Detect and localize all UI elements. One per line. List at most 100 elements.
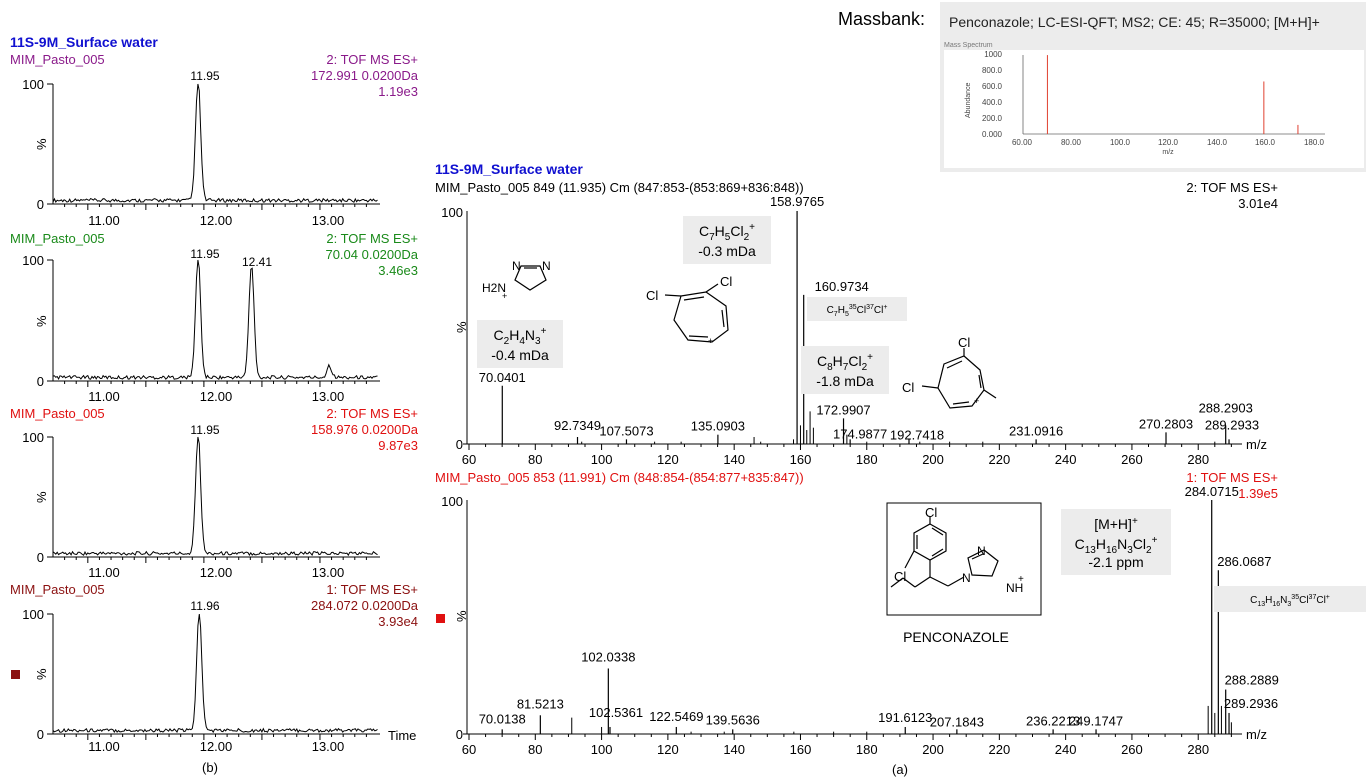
- spectrum-function: 1: TOF MS ES+: [1186, 470, 1278, 485]
- triazole-ring: [514, 265, 547, 291]
- trace-sample: MIM_Pasto_005: [10, 231, 105, 246]
- massbank-ytick: 600.0: [982, 82, 1003, 91]
- massbank-sticks: [1046, 55, 1299, 134]
- massbank-xlabel: m/z: [1162, 149, 1174, 156]
- atom-n: N: [977, 544, 986, 558]
- chromatogram-axes: [47, 83, 380, 210]
- x-tick-label: 80: [528, 452, 542, 467]
- ylabel: %: [34, 491, 49, 503]
- chain-bond: [914, 576, 931, 588]
- peak-label: 70.0138: [479, 711, 526, 726]
- xtick: 13.00: [312, 565, 345, 580]
- ytick-bottom: 0: [456, 437, 463, 452]
- annotation-error: -0.3 mDa: [698, 243, 756, 259]
- annotation-box-mh: [1061, 509, 1171, 575]
- trace-intensity: 3.93e4: [378, 614, 418, 629]
- massbank-ytick: 1000: [984, 50, 1002, 59]
- xtick: 12.00: [200, 565, 233, 580]
- charge-plus: +: [708, 336, 713, 346]
- massbank-xtick: 80.00: [1061, 138, 1082, 147]
- double-bond: [683, 296, 705, 301]
- massbank-prefix: Massbank:: [838, 9, 925, 29]
- peak-label: 249.1747: [1069, 713, 1123, 728]
- xtick: 11.00: [88, 565, 120, 580]
- double-bond: [946, 360, 963, 369]
- spectrum-bottom: MIM_Pasto_005 853 (11.991) Cm (848:854-(…: [435, 470, 1366, 757]
- panel-b-caption: (b): [202, 760, 218, 775]
- double-bond: [721, 309, 725, 328]
- atom-nh: NH: [1006, 581, 1023, 595]
- chromatogram-2: MIM_Pasto_005 2: TOF MS ES+ 70.04 0.0200…: [10, 231, 419, 404]
- trace-mass: 284.072 0.0200Da: [311, 598, 419, 613]
- xtick: 13.00: [312, 213, 345, 228]
- massbank-xtick: 180.0: [1304, 138, 1325, 147]
- annotation-error: -2.1 ppm: [1088, 554, 1143, 570]
- peak-label: 102.0338: [581, 649, 635, 664]
- peak-label: 286.0687: [1217, 554, 1271, 569]
- peak-label: 135.0903: [691, 419, 745, 434]
- panel-b: 11S-9M_Surface water MIM_Pasto_005 2: TO…: [10, 34, 419, 775]
- chromatogram-trace: [52, 613, 378, 734]
- double-bond: [952, 401, 970, 405]
- peak-label: 11.95: [190, 247, 219, 261]
- annotation-ion: [M+H]+: [1094, 516, 1138, 532]
- cl-bond: [705, 283, 719, 293]
- charge-plus: +: [502, 291, 507, 301]
- atom-cl: Cl: [894, 569, 906, 584]
- peak-label: 231.0916: [1009, 423, 1063, 438]
- massbank-xticks: 60.00 80.00 100.0 120.0 140.0 160.0 180.…: [1012, 138, 1325, 147]
- xtick: 12.00: [200, 389, 233, 404]
- ytick-bottom: 0: [37, 550, 44, 565]
- chromatogram-1: MIM_Pasto_005 2: TOF MS ES+ 172.991 0.02…: [10, 52, 419, 228]
- isotope-box: [1214, 586, 1366, 612]
- xtick: 12.00: [200, 739, 233, 754]
- massbank-ytick: 800.0: [982, 66, 1003, 75]
- ytick-top: 100: [22, 430, 44, 445]
- x-tick-label: 200: [922, 452, 944, 467]
- trace-sample: MIM_Pasto_005: [10, 52, 105, 67]
- atom-cl: Cl: [902, 380, 914, 395]
- peak-label: 92.7349: [554, 418, 601, 433]
- ytick-top: 100: [441, 494, 463, 509]
- x-tick-label: 260: [1121, 452, 1143, 467]
- spectrum-intensity: 3.01e4: [1238, 196, 1278, 211]
- trace-intensity: 9.87e3: [378, 438, 418, 453]
- peak-label: 236.2213: [1026, 713, 1080, 728]
- peak-label: 191.6123: [878, 710, 932, 725]
- triazolium-structure: [514, 265, 547, 291]
- peak-label: 70.0401: [479, 370, 526, 385]
- massbank-xtick: 160.0: [1255, 138, 1276, 147]
- peak-label: 158.9765: [770, 194, 824, 209]
- x-tick-label: 180: [856, 452, 878, 467]
- spectrum-header: MIM_Pasto_005 853 (11.991) Cm (848:854-(…: [435, 470, 804, 485]
- peak-label: 107.5073: [599, 423, 653, 438]
- ytick-bottom: 0: [37, 374, 44, 389]
- ylabel: %: [34, 315, 49, 327]
- x-tick-label: 240: [1055, 452, 1077, 467]
- panel-a-caption: (a): [892, 762, 908, 777]
- compound-name: PENCONAZOLE: [903, 629, 1009, 645]
- chromatogram-trace: [52, 436, 378, 557]
- chain-bond: [902, 577, 916, 588]
- time-label: Time: [388, 728, 416, 743]
- x-tick-label: 280: [1187, 742, 1209, 757]
- trace-mass: 158.976 0.0200Da: [311, 422, 419, 437]
- charge-plus: +: [1018, 574, 1024, 585]
- chromatogram-axes: [47, 613, 380, 740]
- atom-n: N: [512, 259, 521, 273]
- x-tick-label: 60: [462, 452, 476, 467]
- xlabel: m/z: [1246, 437, 1267, 452]
- chain-bond: [929, 576, 949, 587]
- massbank-xtick: 140.0: [1207, 138, 1228, 147]
- x-tick-label: 80: [528, 742, 542, 757]
- peak-label: 139.5636: [706, 712, 760, 727]
- x-tick-label: 220: [988, 742, 1010, 757]
- massbank-xtick: 120.0: [1158, 138, 1179, 147]
- atom-cl: Cl: [720, 274, 732, 289]
- xtick: 11.00: [88, 213, 120, 228]
- ytick-top: 100: [441, 205, 463, 220]
